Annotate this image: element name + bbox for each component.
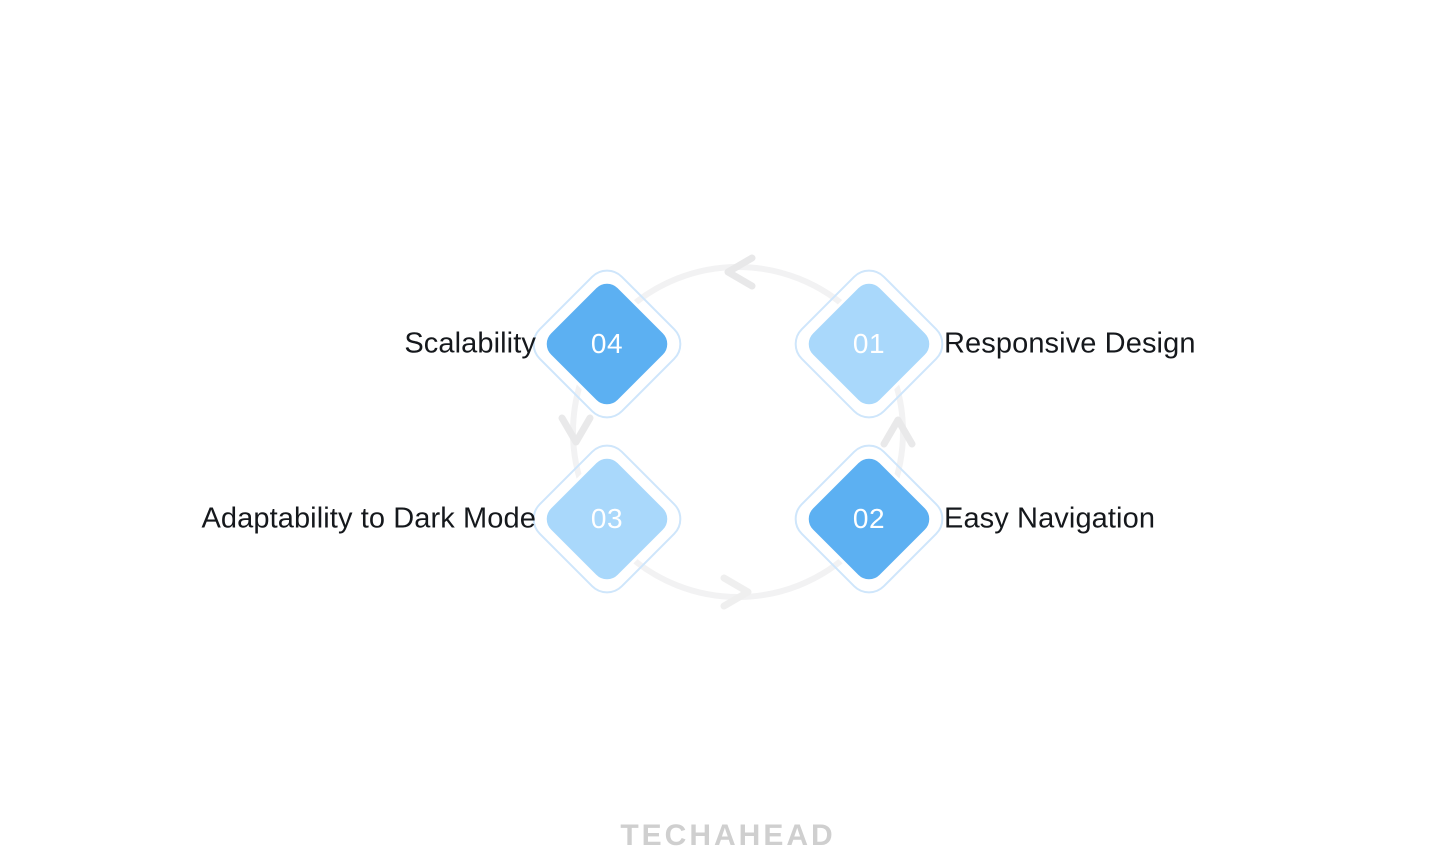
cycle-node-01[interactable]: 01 (785, 260, 953, 428)
cycle-node-label-04: Scalability (404, 327, 536, 360)
node-number: 04 (590, 328, 624, 359)
arrow-top-icon (724, 254, 756, 290)
cycle-node-label-02: Easy Navigation (944, 502, 1156, 535)
cycle-node-label-03: Adaptability to Dark Mode (201, 502, 536, 535)
node-number: 03 (590, 503, 624, 534)
cycle-node-02[interactable]: 02 (785, 435, 953, 603)
techahead-watermark: TECHAHEAD (620, 819, 836, 852)
arrow-left-icon (558, 414, 594, 446)
arrow-right-icon (880, 416, 916, 448)
arrow-bottom-icon (720, 574, 752, 610)
cycle-node-label-01: Responsive Design (944, 327, 1196, 360)
node-number: 01 (852, 328, 886, 359)
cycle-node-04[interactable]: 04 (523, 260, 691, 428)
cycle-node-03[interactable]: 03 (523, 435, 691, 603)
node-number: 02 (852, 503, 886, 534)
